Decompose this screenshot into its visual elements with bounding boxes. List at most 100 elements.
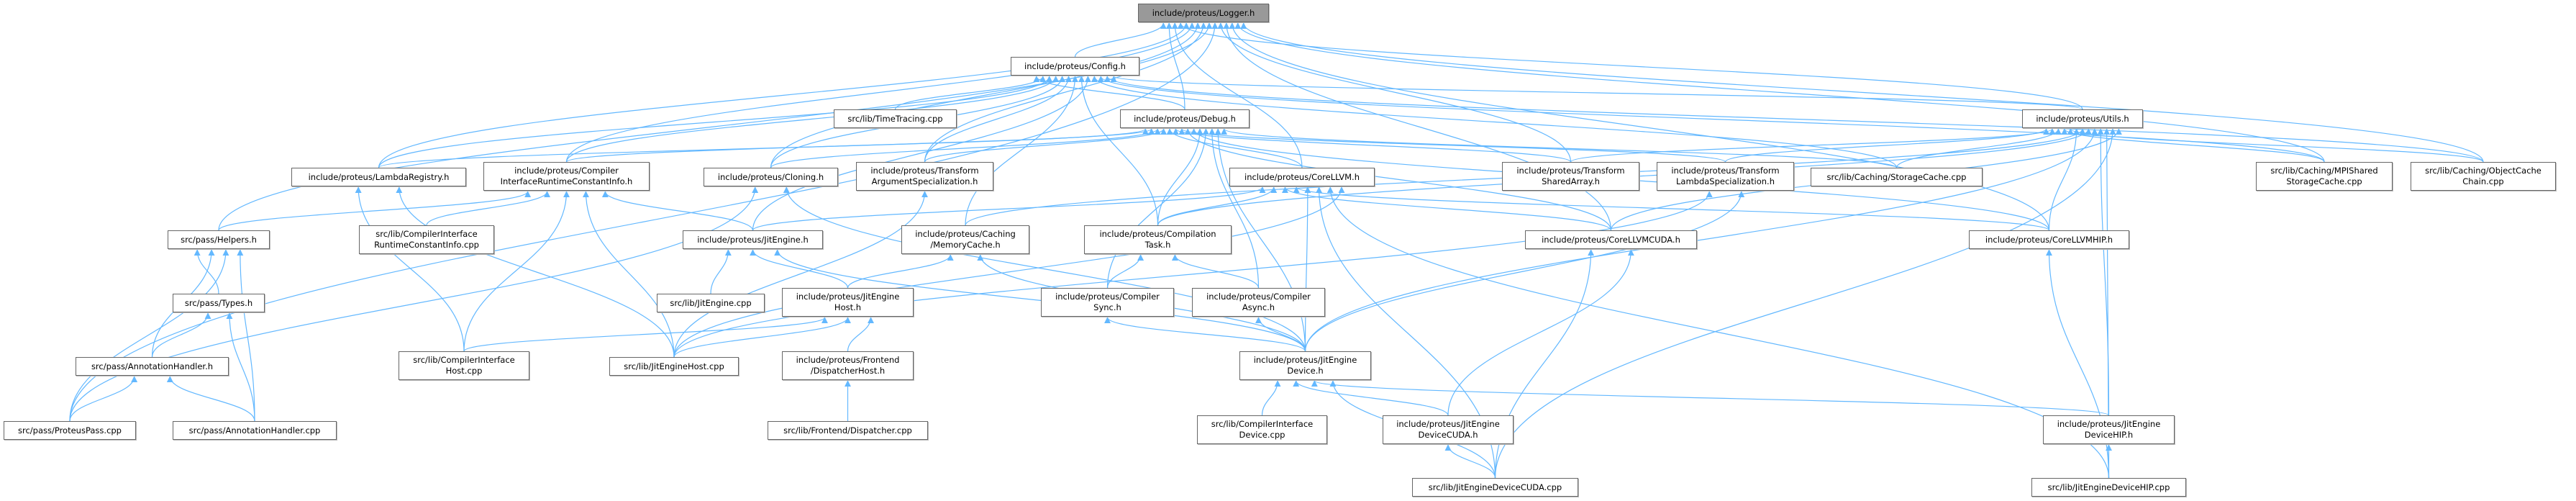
edge-objectcache-to-logger: [1240, 22, 2484, 163]
graph-node-helpers[interactable]: src/pass/Helpers.h: [168, 230, 270, 249]
node-label: src/lib/JitEngine.cpp: [670, 297, 752, 308]
edge-proteuspass-to-helpers: [69, 249, 229, 422]
graph-node-corellvmcuda[interactable]: include/proteus/CoreLLVMCUDA.h: [1525, 230, 1697, 249]
node-label: Host.h: [834, 302, 862, 312]
edge-sharedarray-to-logger: [1217, 22, 1572, 163]
edge-compilationtask-to-debug: [1157, 128, 1203, 226]
edge-cihost_cpp-to-jitenginehost_h: [463, 317, 828, 352]
edge-cloning-to-debug: [770, 128, 1161, 168]
graph-node-debug[interactable]: include/proteus/Debug.h: [1120, 109, 1250, 128]
node-label: Chain.cpp: [2462, 176, 2504, 186]
edge-cihost_cpp-to-circi_h: [463, 191, 570, 352]
graph-node-memorycache[interactable]: include/proteus/Caching/MemoryCache.h: [901, 225, 1029, 254]
edge-lambdaspec-to-debug: [1178, 128, 1726, 163]
node-label: include/proteus/Compiler: [514, 166, 619, 176]
graph-node-lambdaregistry[interactable]: include/proteus/LambdaRegistry.h: [291, 168, 466, 186]
node-label: include/proteus/Frontend: [796, 355, 900, 365]
graph-node-corellvmhip[interactable]: include/proteus/CoreLLVMHIP.h: [1969, 230, 2129, 249]
edge-sharedarray-to-utils: [1570, 128, 2056, 163]
edge-annot_cpp-to-annot_h: [166, 376, 255, 422]
node-label: include/proteus/JitEngine: [796, 292, 900, 302]
edge-memorycache-to-config: [965, 76, 1078, 226]
graph-node-timetracing[interactable]: src/lib/TimeTracing.cpp: [834, 109, 957, 128]
node-label: include/proteus/Logger.h: [1152, 7, 1255, 18]
edge-compilationtask-to-corellvm: [1157, 186, 1278, 226]
node-label: include/proteus/Transform: [1516, 166, 1625, 176]
graph-node-dispatcherhost[interactable]: include/proteus/Frontend/DispatcherHost.…: [782, 351, 914, 380]
graph-node-storagecache[interactable]: src/lib/Caching/StorageCache.cpp: [1811, 168, 1983, 186]
node-label: src/lib/JitEngineHost.cpp: [624, 361, 724, 371]
edge-compilerasync-to-compilationtask: [1171, 254, 1260, 289]
edge-storagecache-to-utils: [1895, 128, 2062, 168]
node-label: src/lib/Frontend/Dispatcher.cpp: [783, 425, 912, 435]
edge-utils-to-config: [1111, 76, 2083, 110]
edge-jitenginedevice-to-utils: [1304, 128, 2098, 352]
graph-node-annot-h[interactable]: src/pass/AnnotationHandler.h: [76, 357, 229, 376]
graph-node-utils[interactable]: include/proteus/Utils.h: [2022, 109, 2143, 128]
node-label: include/proteus/Debug.h: [1134, 113, 1236, 124]
node-label: StorageCache.cpp: [2286, 176, 2362, 186]
graph-node-jitenginehost-cpp[interactable]: src/lib/JitEngineHost.cpp: [609, 357, 739, 376]
edge-corellvmcuda-to-corellvm: [1282, 186, 1612, 231]
edge-proteuspass-to-logger: [69, 22, 1219, 422]
edge-annot_cpp-to-helpers: [237, 249, 255, 422]
graph-node-annot-cpp[interactable]: src/pass/AnnotationHandler.cpp: [173, 421, 337, 440]
node-label: src/lib/CompilerInterface: [413, 355, 515, 365]
edge-compilationtask-to-config: [1078, 76, 1159, 226]
graph-node-hip-cpp[interactable]: src/lib/JitEngineDeviceHIP.cpp: [2031, 478, 2186, 497]
edge-jitenginehost_cpp-to-argspec: [673, 191, 928, 358]
node-label: include/proteus/JitEngine: [1396, 419, 1500, 429]
edge-corellvmhip-to-utils: [2048, 128, 2080, 231]
edge-proteuspass-to-cloning: [69, 186, 759, 422]
edge-circi_h-to-debug: [565, 128, 1155, 163]
edge-cuda_cpp-to-utils: [1494, 128, 2116, 479]
node-label: Device.cpp: [1239, 430, 1285, 440]
graph-node-dispatcher-cpp[interactable]: src/lib/Frontend/Dispatcher.cpp: [768, 421, 928, 440]
node-label: /DispatcherHost.h: [810, 366, 886, 376]
node-label: Async.h: [1242, 302, 1275, 312]
node-label: src/lib/TimeTracing.cpp: [847, 113, 943, 124]
graph-node-types[interactable]: src/pass/Types.h: [173, 294, 265, 312]
graph-node-corellvm[interactable]: include/proteus/CoreLLVM.h: [1229, 168, 1375, 186]
edge-helpers-to-circi_h: [218, 191, 531, 231]
edge-jitenginehost_cpp-to-circi_h: [582, 191, 675, 358]
edge-jitenginedevice-to-lambdaspec: [1304, 191, 1745, 352]
node-label: InterfaceRuntimeConstantInfo.h: [500, 176, 633, 186]
edge-corellvmhip-to-corellvm: [1293, 186, 2050, 231]
graph-node-config[interactable]: include/proteus/Config.h: [1011, 57, 1139, 76]
node-label: include/proteus/CoreLLVM.h: [1244, 171, 1360, 182]
node-label: src/lib/CompilerInterface: [376, 229, 478, 239]
edge-cihost_cpp-to-lambdaregistry: [355, 186, 465, 352]
node-label: include/proteus/Utils.h: [2036, 113, 2129, 124]
graph-node-proteuspass[interactable]: src/pass/ProteusPass.cpp: [4, 421, 136, 440]
edge-config-to-logger: [1074, 22, 1167, 58]
edge-compilersync-to-debug: [1106, 128, 1209, 289]
graph-node-jitengine-cpp[interactable]: src/lib/JitEngine.cpp: [657, 294, 765, 312]
node-label: src/pass/ProteusPass.cpp: [17, 425, 122, 435]
edge-proteuspass-to-annot_h: [69, 376, 138, 422]
edge-jitengine_cpp-to-jitengine_h: [710, 249, 732, 294]
node-label: include/proteus/Transform: [870, 166, 979, 176]
graph-node-jitengine-h[interactable]: include/proteus/JitEngine.h: [683, 230, 823, 249]
node-label: include/proteus/Config.h: [1024, 60, 1126, 71]
graph-node-cloning[interactable]: include/proteus/Cloning.h: [704, 168, 838, 186]
edge-jedcuda_h-to-jitenginedevice: [1293, 380, 1449, 416]
graph-node-cuda-cpp[interactable]: src/lib/JitEngineDeviceCUDA.cpp: [1412, 478, 1578, 497]
edge-helpers-to-logger: [218, 22, 1213, 231]
